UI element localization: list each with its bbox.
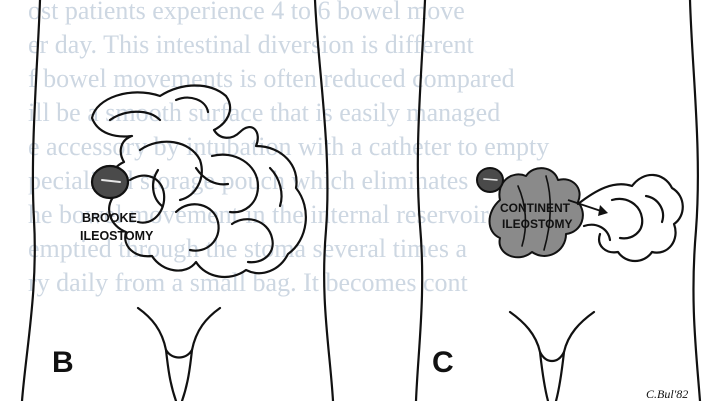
bowel-fold (646, 196, 663, 222)
continent-label-line1: CONTINENT (500, 201, 571, 215)
bowel-fold (140, 142, 202, 200)
bowel-fold (153, 170, 162, 206)
callout-arrowhead (598, 205, 608, 216)
stoma-opening (484, 179, 497, 180)
torso-left-outline (416, 0, 425, 401)
bowel-fold (612, 199, 642, 238)
brooke-stoma (92, 166, 128, 198)
bowel-fold (176, 204, 219, 250)
panel-c-letter: C (432, 346, 454, 379)
bowel-fold (232, 219, 273, 262)
panel-b (22, 0, 333, 401)
continent-label-line2: ILEOSTOMY (502, 217, 572, 231)
pubic-curve (540, 352, 564, 361)
bowel-fold (584, 225, 610, 240)
brooke-label-line1: BROOKE (82, 211, 137, 225)
brooke-label-line2: ILEOSTOMY (80, 229, 154, 243)
torso-left-outline (22, 0, 40, 401)
panel-b-letter: B (52, 346, 74, 379)
bowel-fold (176, 98, 208, 112)
bowel-fold (270, 168, 282, 206)
artist-signature: C.Bul'82 (646, 387, 688, 401)
pubic-curve (166, 350, 192, 358)
bowel-fold (110, 112, 160, 120)
ileum-loops (578, 175, 683, 261)
torso-right-outline (690, 0, 700, 401)
torso-right-outline (315, 0, 333, 401)
